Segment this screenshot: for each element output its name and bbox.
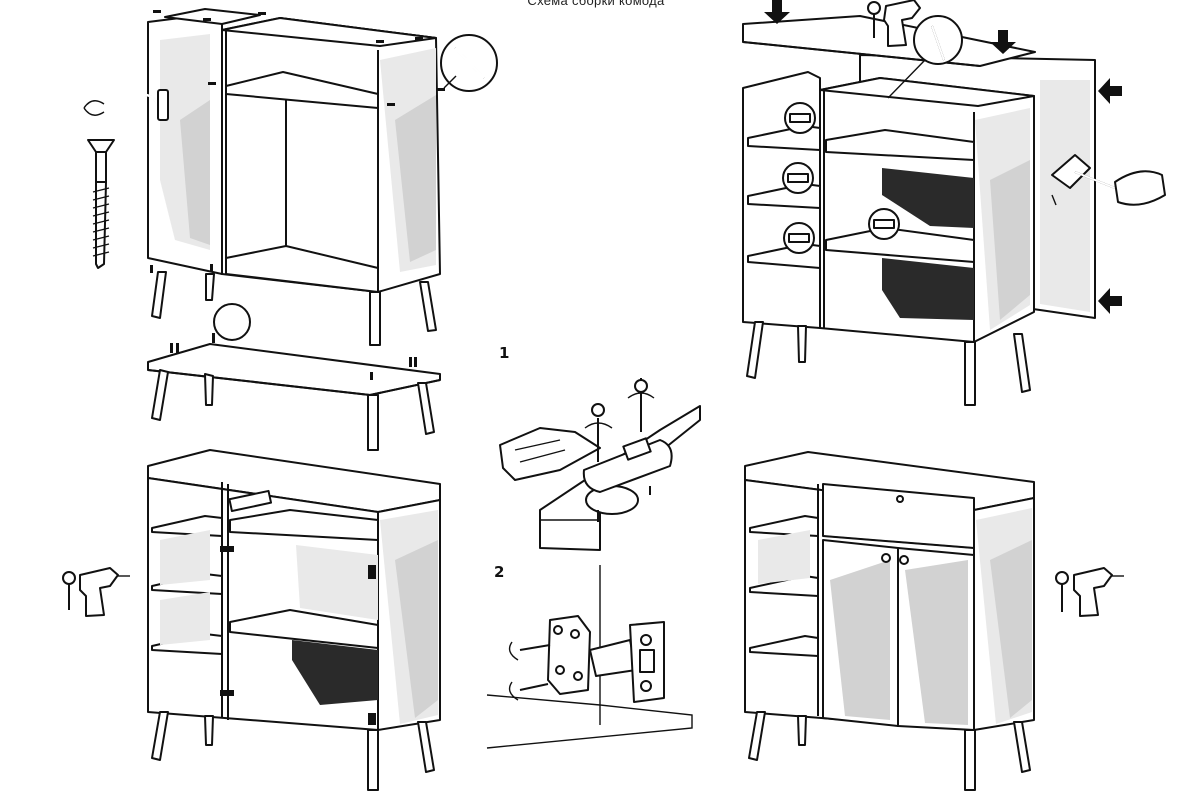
dowel-icon xyxy=(782,102,900,254)
hinge-step-1-label: 1 xyxy=(499,344,510,362)
base-assembly-illustration xyxy=(147,303,441,451)
back-panel-assembly-illustration xyxy=(742,15,1096,406)
arrow-left-icon xyxy=(1098,78,1122,314)
hinge-step-2-illustration xyxy=(486,565,693,749)
screw-icon xyxy=(440,34,498,92)
hex-key-icon xyxy=(83,89,169,121)
frame-assembly-illustration xyxy=(147,8,445,346)
diagram-title: Схема сборки комода xyxy=(527,0,665,8)
arrow-down-icon xyxy=(764,0,1016,54)
hinge-step-1-illustration xyxy=(499,378,701,551)
shelf-door-assembly-illustration xyxy=(147,449,441,791)
hammer-icon xyxy=(1051,154,1166,206)
finished-cabinet-illustration xyxy=(744,451,1035,791)
screw-icon xyxy=(887,15,963,99)
confirmat-screw-icon xyxy=(87,139,115,269)
drill-icon xyxy=(867,0,921,47)
hinge-step-2-label: 2 xyxy=(494,563,505,581)
drill-icon xyxy=(62,567,130,617)
drill-icon xyxy=(1055,567,1124,617)
